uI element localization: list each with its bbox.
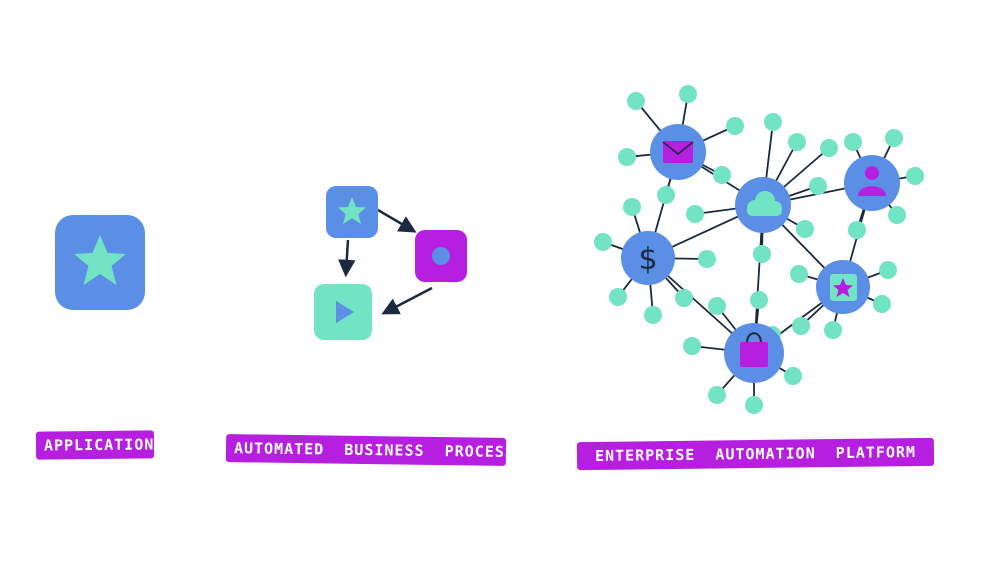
application-group bbox=[55, 215, 145, 310]
satellite-node bbox=[885, 129, 903, 147]
satellite-node bbox=[790, 265, 808, 283]
satellite-node bbox=[623, 198, 641, 216]
satellite-node bbox=[698, 250, 716, 268]
satellite-node bbox=[820, 139, 838, 157]
flow-arrow bbox=[338, 239, 356, 278]
hub-shopping bbox=[724, 323, 784, 383]
shopping-bag-icon bbox=[740, 332, 768, 367]
satellite-node bbox=[726, 117, 744, 135]
hub-dollar: $ bbox=[621, 231, 675, 285]
star-icon bbox=[74, 235, 126, 285]
satellite-node bbox=[906, 167, 924, 185]
satellite-node bbox=[644, 306, 662, 324]
flow-arrow bbox=[377, 208, 417, 233]
satellite-node bbox=[745, 396, 763, 414]
satellite-node bbox=[788, 133, 806, 151]
satellite-node bbox=[713, 166, 731, 184]
star-icon bbox=[338, 197, 366, 224]
satellite-node bbox=[879, 261, 897, 279]
satellite-node bbox=[888, 206, 906, 224]
satellite-node bbox=[627, 92, 645, 110]
satellite-node bbox=[784, 367, 802, 385]
hub-user bbox=[844, 155, 900, 211]
satellite-node bbox=[792, 317, 810, 335]
hub-cloud bbox=[735, 177, 791, 233]
satellite-node bbox=[873, 295, 891, 313]
flow-arrow bbox=[381, 286, 433, 315]
play-icon bbox=[336, 301, 354, 323]
process-group bbox=[314, 186, 467, 340]
satellite-node bbox=[657, 186, 675, 204]
label-automated-business-process: AUTOMATED BUSINESS PROCESS bbox=[225, 434, 515, 466]
satellite-node bbox=[594, 233, 612, 251]
satellite-node bbox=[796, 220, 814, 238]
satellite-node bbox=[764, 113, 782, 131]
satellite-nodes bbox=[594, 85, 924, 414]
label-enterprise-automation-platform: ENTERPRISE AUTOMATION PLATFORM bbox=[576, 437, 935, 471]
satellite-node bbox=[753, 245, 771, 263]
star-icon bbox=[833, 278, 853, 297]
satellite-node bbox=[824, 321, 842, 339]
satellite-node bbox=[708, 386, 726, 404]
label-application: APPLICATION bbox=[35, 430, 154, 460]
satellite-node bbox=[708, 297, 726, 315]
user-icon bbox=[858, 166, 886, 196]
cloud-icon bbox=[747, 191, 782, 216]
satellite-node bbox=[809, 177, 827, 195]
satellite-node bbox=[750, 291, 768, 309]
record-icon bbox=[432, 247, 450, 265]
satellite-node bbox=[618, 148, 636, 166]
satellite-node bbox=[844, 133, 862, 151]
satellite-node bbox=[683, 337, 701, 355]
satellite-node bbox=[848, 221, 866, 239]
platform-network: $ bbox=[594, 85, 924, 414]
dollar-icon: $ bbox=[638, 242, 657, 277]
satellite-node bbox=[675, 289, 693, 307]
hub-star bbox=[816, 260, 870, 314]
hub-mail bbox=[650, 124, 706, 180]
satellite-node bbox=[679, 85, 697, 103]
mail-icon bbox=[662, 141, 694, 163]
satellite-node bbox=[686, 205, 704, 223]
satellite-node bbox=[609, 288, 627, 306]
